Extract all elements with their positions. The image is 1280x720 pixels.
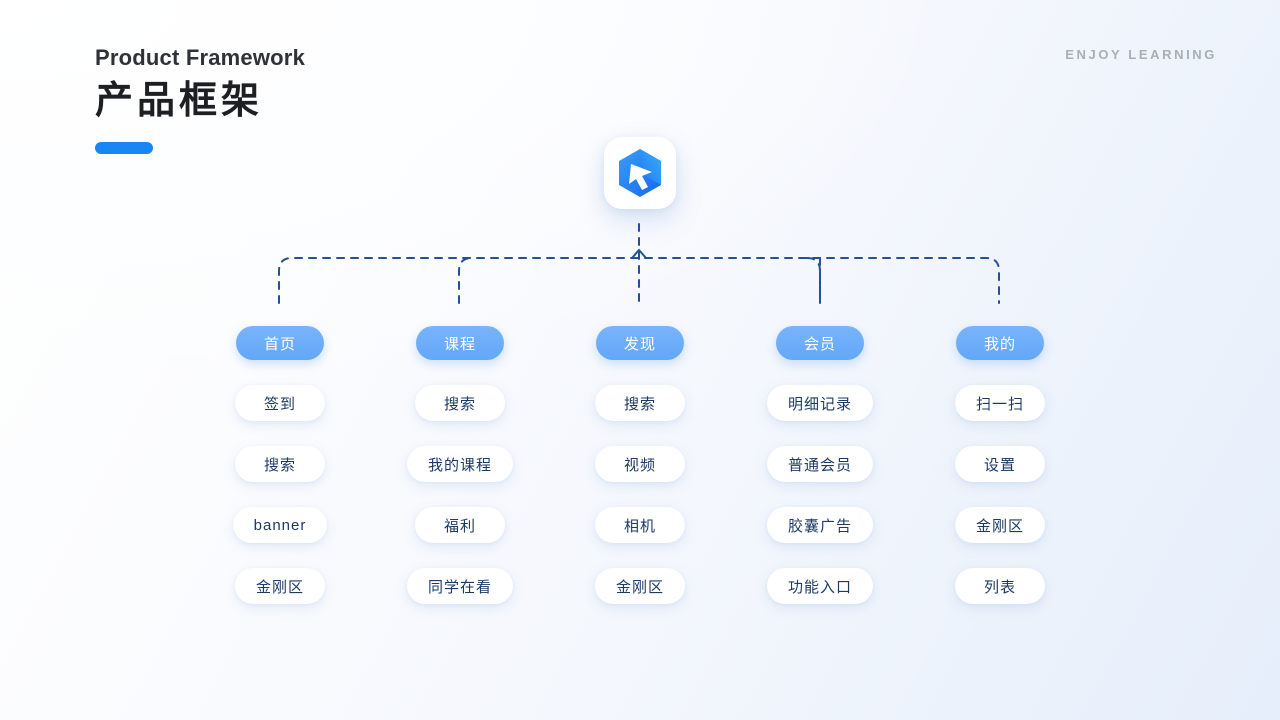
tree-item[interactable]: 功能入口 <box>766 568 873 604</box>
tree-column-member: 会员 明细记录 普通会员 胶囊广告 功能入口 <box>730 326 910 604</box>
tagline: ENJOY LEARNING <box>1065 47 1217 62</box>
drop-2 <box>458 257 473 304</box>
app-logo-card <box>604 137 676 209</box>
tree-head-discover[interactable]: 发现 <box>596 326 684 360</box>
page-title-cn: 产品框架 <box>95 80 264 123</box>
bus-line <box>278 257 1000 304</box>
tree-item[interactable]: 设置 <box>955 446 1045 482</box>
page-title-en: Product Framework <box>95 45 306 70</box>
tree-item[interactable]: 搜索 <box>595 385 685 421</box>
tree-column-course: 课程 搜索 我的课程 福利 同学在看 <box>370 326 550 604</box>
tree-item[interactable]: 福利 <box>415 507 505 543</box>
tree-item[interactable]: 胶囊广告 <box>766 507 873 543</box>
tree-item[interactable]: 金刚区 <box>954 507 1045 543</box>
tree-item[interactable]: 视频 <box>595 446 685 482</box>
tree-column-home: 首页 签到 搜索 banner 金刚区 <box>190 326 370 604</box>
tree-item[interactable]: 普通会员 <box>766 446 873 482</box>
tree-item[interactable]: 金刚区 <box>234 568 325 604</box>
tree-item[interactable]: 列表 <box>955 568 1045 604</box>
hexagon-cursor-logo-icon <box>617 148 663 198</box>
tree-head-home[interactable]: 首页 <box>236 326 324 360</box>
tree-item[interactable]: 相机 <box>595 507 685 543</box>
tree-head-course[interactable]: 课程 <box>416 326 504 360</box>
tree-item[interactable]: 搜索 <box>235 446 325 482</box>
tree-item[interactable]: 同学在看 <box>406 568 513 604</box>
tree-item[interactable]: 金刚区 <box>594 568 685 604</box>
tree-head-member[interactable]: 会员 <box>776 326 864 360</box>
tree-item[interactable]: 签到 <box>235 385 325 421</box>
tree-item[interactable]: 明细记录 <box>766 385 873 421</box>
tree-column-discover: 发现 搜索 视频 相机 金刚区 <box>550 326 730 604</box>
tree-columns: 首页 签到 搜索 banner 金刚区 课程 搜索 我的课程 福利 同学在看 发… <box>0 326 1280 604</box>
tree-item[interactable]: 扫一扫 <box>954 385 1045 421</box>
tree-column-mine: 我的 扫一扫 设置 金刚区 列表 <box>910 326 1090 604</box>
framework-tree: 首页 签到 搜索 banner 金刚区 课程 搜索 我的课程 福利 同学在看 发… <box>0 326 1280 604</box>
tree-head-mine[interactable]: 我的 <box>956 326 1044 360</box>
tree-item[interactable]: 我的课程 <box>406 446 513 482</box>
tree-item[interactable]: 搜索 <box>415 385 505 421</box>
title-accent-bar <box>95 141 153 154</box>
page-header: Product Framework 产品框架 <box>95 45 306 154</box>
tree-item[interactable]: banner <box>232 507 328 543</box>
